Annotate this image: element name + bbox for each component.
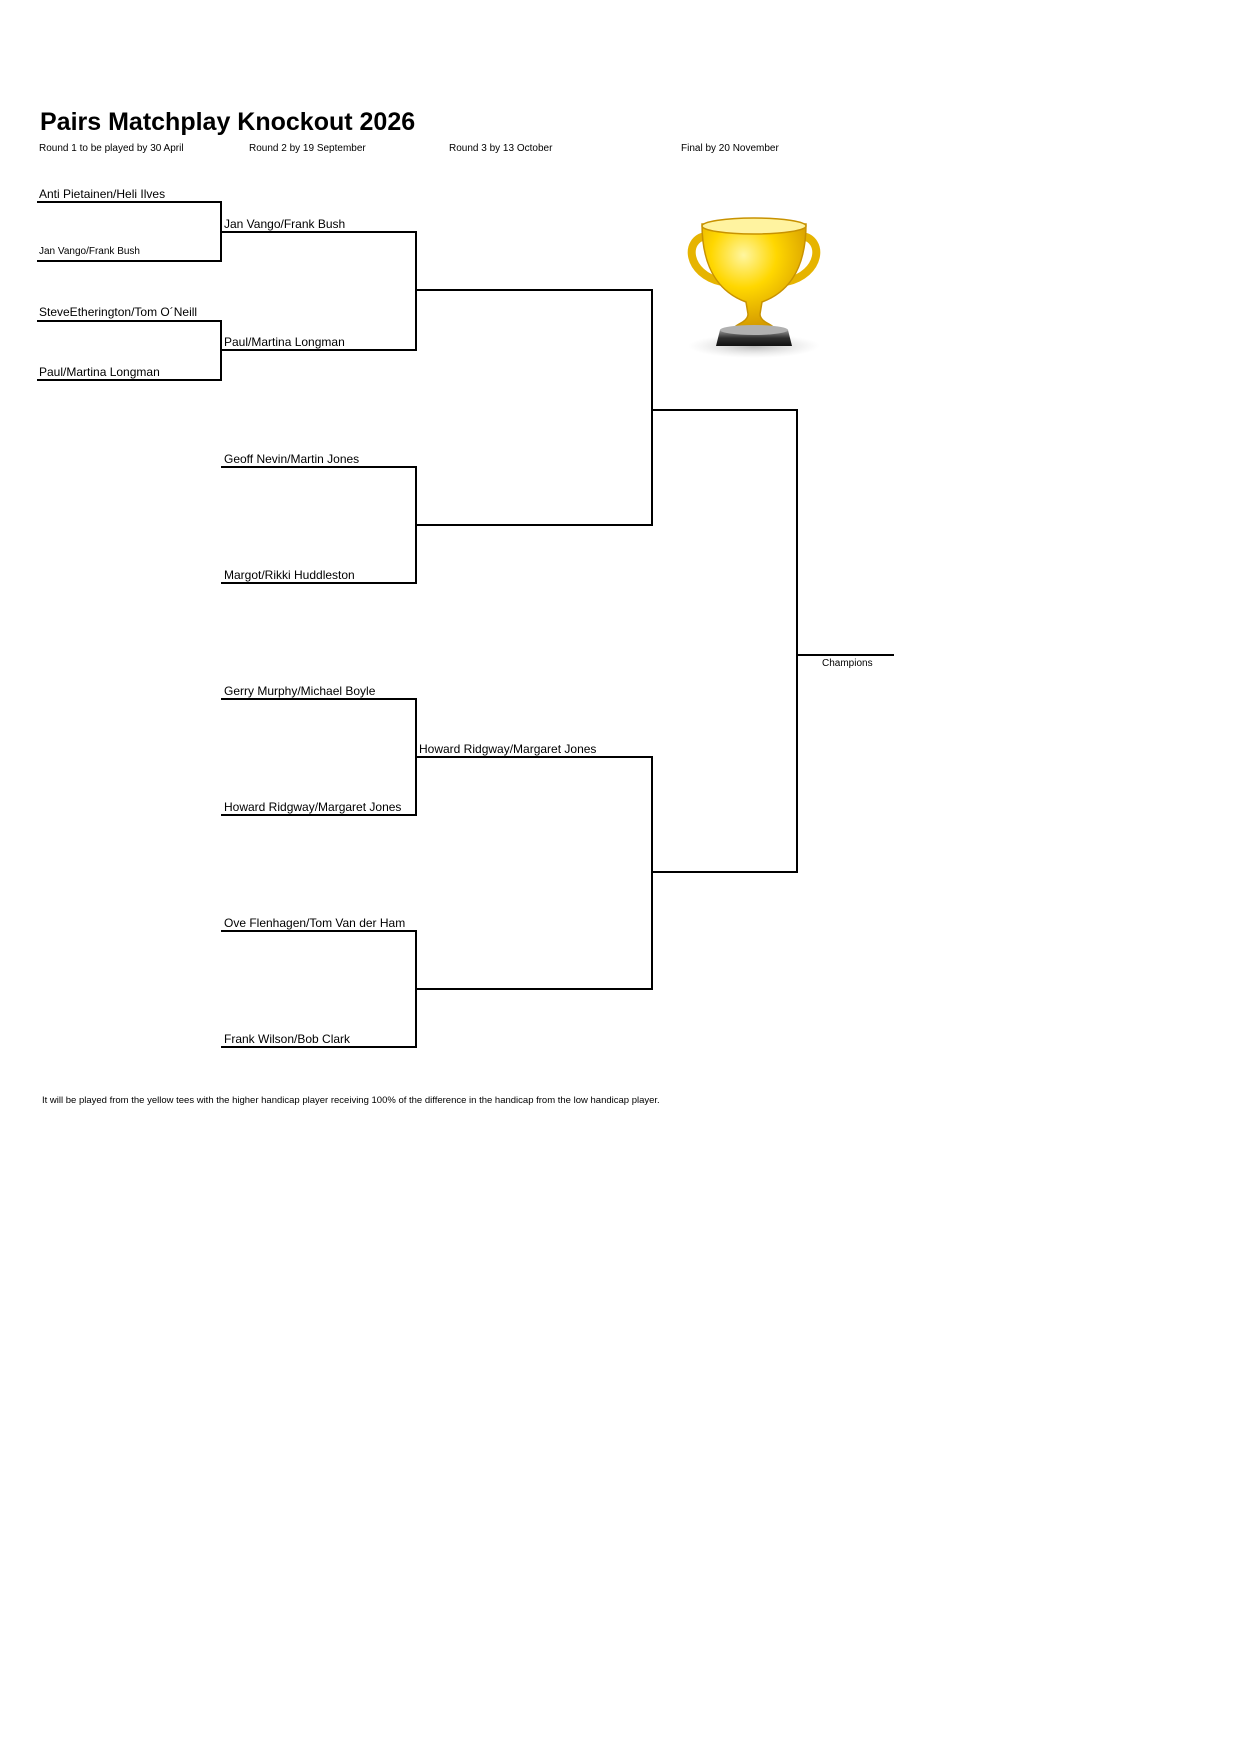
bracket-r2-match3 <box>221 698 417 816</box>
bracket-final <box>652 409 798 873</box>
round1-deadline: Round 1 to be played by 30 April <box>39 143 184 154</box>
r2-entry-3: Geoff Nevin/Martin Jones <box>224 452 360 466</box>
r2-entry-5: Gerry Murphy/Michael Boyle <box>224 684 376 698</box>
r2-entry-7: Ove Flenhagen/Tom Van der Ham <box>224 916 406 930</box>
trophy-icon <box>684 214 824 364</box>
rules-note: It will be played from the yellow tees w… <box>42 1095 660 1106</box>
bracket-r3-match2 <box>416 756 653 990</box>
bracket-r2-match1 <box>221 231 417 351</box>
round2-deadline: Round 2 by 19 September <box>249 143 366 154</box>
r1-entry-3: SteveEtherington/Tom O´Neill <box>39 305 198 319</box>
r1-entry-2: Jan Vango/Frank Bush <box>39 246 140 257</box>
r2-entry-2: Paul/Martina Longman <box>224 335 345 349</box>
r1-entry-4: Paul/Martina Longman <box>39 365 160 379</box>
r2-entry-1: Jan Vango/Frank Bush <box>224 217 346 231</box>
r2-entry-4: Margot/Rikki Huddleston <box>224 568 355 582</box>
r2-entry-6: Howard Ridgway/Margaret Jones <box>224 800 402 814</box>
round3-deadline: Round 3 by 13 October <box>449 143 553 154</box>
r2-entry-8: Frank Wilson/Bob Clark <box>224 1032 351 1046</box>
final-deadline: Final by 20 November <box>681 143 779 154</box>
page-title: Pairs Matchplay Knockout 2026 <box>40 108 416 136</box>
champions-label: Champions <box>822 658 873 669</box>
r1-entry-1: Anti Pietainen/Heli Ilves <box>39 187 166 201</box>
bracket-r2-match2 <box>221 466 417 584</box>
r3-entry-3: Howard Ridgway/Margaret Jones <box>419 742 597 756</box>
bracket-r2-match4 <box>221 930 417 1048</box>
bracket-r3-match1 <box>416 289 653 526</box>
